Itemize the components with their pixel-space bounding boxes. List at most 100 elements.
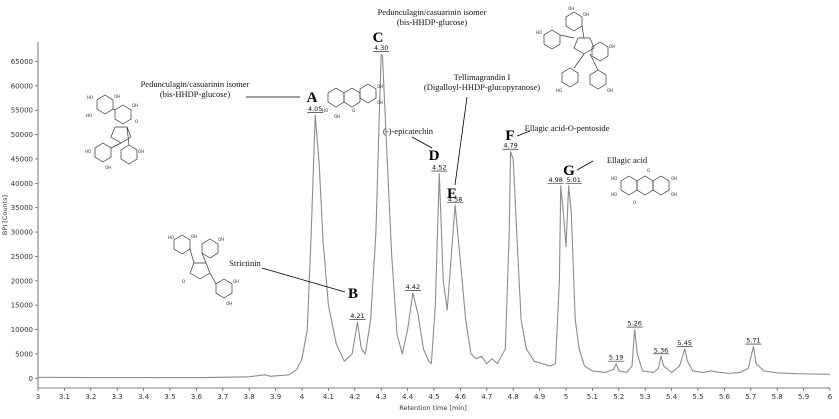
x-tick-label: 6 [828, 393, 833, 401]
y-tick-label: 35000 [11, 204, 33, 212]
svg-text:OH: OH [583, 12, 589, 17]
svg-text:O: O [647, 168, 650, 173]
x-tick-label: 5.9 [798, 393, 809, 401]
svg-text:OH: OH [138, 149, 144, 154]
x-tick-label: 5.7 [745, 393, 756, 401]
structure-icon-pedunculagin-a: HO OH OH HO O HO OH OH [85, 94, 144, 170]
x-tick-label: 5.1 [587, 393, 598, 401]
y-tick-label: 65000 [11, 58, 33, 66]
compound-name: Pedunculagin/casuarinin isomer [378, 7, 487, 17]
svg-text:HO: HO [168, 235, 174, 240]
peak-label-4-58: 4.58 [448, 195, 462, 203]
x-tick-label: 4.2 [349, 393, 360, 401]
svg-text:HO: HO [611, 192, 617, 197]
svg-text:HO: HO [536, 30, 542, 35]
x-tick-label: 3.9 [270, 393, 281, 401]
peak-label-4-21: 4.21 [350, 312, 364, 320]
x-tick-label: 5.8 [772, 393, 783, 401]
svg-text:O: O [182, 279, 185, 284]
x-tick-label: 4.3 [376, 393, 387, 401]
x-tick-label: 5.5 [692, 393, 703, 401]
svg-text:OH: OH [105, 165, 111, 170]
y-tick-label: 0 [29, 375, 33, 383]
compound-name: (bis-HHDP-glucose) [160, 89, 231, 99]
x-tick-label: 5.3 [640, 393, 651, 401]
x-tick-label: 3 [36, 393, 40, 401]
svg-text:HO: HO [322, 108, 328, 113]
y-tick-label: 45000 [11, 155, 33, 163]
x-tick-label: 3.4 [138, 393, 150, 401]
compound-annotations: A Pedunculagin/casuarinin isomer (bis-HHDP… [141, 7, 648, 302]
svg-text:OH: OH [377, 84, 383, 89]
leader-line [261, 267, 346, 293]
x-tick-label: 3.3 [112, 393, 123, 401]
peak-letter-c: C [373, 30, 384, 46]
peak-letter-g: G [563, 163, 575, 179]
svg-text:HO: HO [556, 88, 562, 93]
x-tick-label: 4.1 [323, 393, 334, 401]
y-tick-label: 60000 [11, 82, 33, 90]
x-tick-label: 3.2 [85, 393, 96, 401]
svg-text:OH: OH [568, 6, 574, 11]
compound-name: Ellagic acid [607, 155, 648, 165]
peak-label-5-71: 5.71 [746, 337, 760, 345]
x-tick-label: 5.6 [719, 393, 731, 401]
x-tick-label: 5.4 [666, 393, 678, 401]
x-axis-label: Retention time [min] [399, 404, 467, 412]
x-tick-label: 3.5 [164, 393, 175, 401]
y-tick-label: 50000 [11, 131, 33, 139]
compound-name: (Digalloyl-HHDP-glucopyranose) [424, 82, 540, 92]
peak-letter-e: E [447, 186, 457, 202]
peak-label-5-45: 5.45 [678, 339, 692, 347]
compound-g: G Ellagic acid [563, 155, 648, 179]
x-tick-label: 5 [564, 393, 568, 401]
compound-e: E Tellimagrandin I(Digalloyl-HHDP-glucopy… [424, 72, 540, 202]
peak-label-5-01: 5.01 [566, 176, 580, 184]
peak-label-5-36: 5.36 [654, 346, 668, 354]
svg-text:OH: OH [671, 176, 677, 181]
peak-label-4-98: 4.98 [548, 176, 562, 184]
chromatogram-trace [37, 53, 831, 379]
compound-name: Strictinin [229, 258, 261, 268]
x-tick-label: 4.4 [402, 393, 414, 401]
peak-label-4-05: 4.05 [308, 105, 322, 113]
svg-text:OH: OH [334, 114, 340, 119]
leader-line [576, 160, 594, 171]
x-tick-label: 4.5 [428, 393, 439, 401]
x-tick-label: 3.8 [244, 393, 255, 401]
peak-letter-a: A [307, 90, 318, 106]
x-tick-label: 4.8 [508, 393, 519, 401]
svg-text:OH: OH [609, 44, 615, 49]
series-line-0 [37, 53, 831, 379]
compound-name: Tellimagrandin I [454, 72, 511, 82]
svg-text:O: O [135, 119, 138, 124]
peak-letter-d: D [429, 148, 440, 164]
compound-f: F Ellagic acid-O-pentoside [505, 123, 609, 144]
leader-line [516, 130, 531, 137]
y-tick-label: 25000 [11, 253, 33, 261]
svg-text:OH: OH [233, 279, 239, 284]
axes [37, 42, 830, 389]
x-tick-label: 4.7 [481, 393, 492, 401]
svg-text:OH: OH [607, 88, 613, 93]
y-tick-label: 15000 [11, 302, 33, 310]
peak-label-4-52: 4.52 [432, 164, 446, 172]
peak-letter-f: F [505, 128, 514, 144]
leader-line [411, 136, 433, 149]
y-tick-label: 20000 [11, 277, 33, 285]
svg-text:HO: HO [87, 95, 93, 100]
peak-label-5-26: 5.26 [627, 320, 641, 328]
y-tick-label: 40000 [11, 180, 33, 188]
svg-text:OH: OH [132, 103, 138, 108]
svg-text:OH: OH [671, 192, 677, 197]
compound-d: D(-)-epicatechin [383, 126, 440, 164]
y-axis-label: BPI [Counts] [1, 195, 9, 235]
y-tick-label: 10000 [11, 326, 33, 334]
x-tick-label: 3.1 [59, 393, 70, 401]
structure-icon-epicatechin: HO OH OH OH O [322, 83, 383, 119]
compound-name: Ellagic acid-O-pentoside [525, 123, 610, 133]
svg-text:O: O [352, 108, 355, 113]
structure-icon-ellagic-acid: HO HO OH OH O O [611, 168, 677, 205]
